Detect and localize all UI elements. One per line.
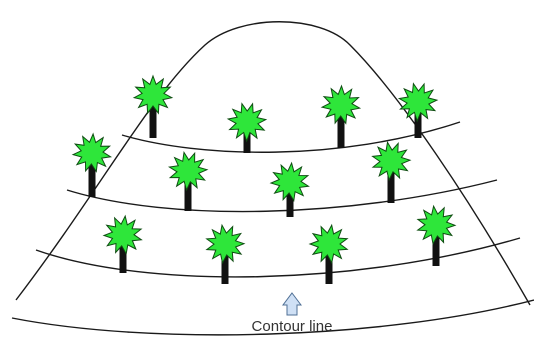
tree-7 — [269, 161, 310, 217]
tree-12 — [416, 204, 457, 266]
tree-crown — [71, 132, 113, 173]
hill-outline — [15, 21, 531, 306]
trees-group — [71, 74, 457, 284]
contour-line-1 — [121, 121, 461, 153]
tree-crown — [226, 102, 268, 143]
contour-line-3 — [35, 237, 521, 278]
tree-crown — [416, 204, 457, 246]
contour-line-4 — [11, 299, 534, 336]
tree-crown — [167, 150, 209, 192]
tree-2 — [226, 102, 268, 153]
tree-5 — [71, 132, 113, 197]
tree-crown — [371, 140, 412, 182]
tree-crown — [308, 223, 349, 265]
tree-crown — [205, 223, 246, 265]
tree-trunk — [184, 177, 192, 211]
tree-crown — [132, 74, 174, 115]
contour-line-label: Contour line — [252, 318, 333, 335]
tree-trunk — [387, 167, 395, 203]
contour-line-2 — [66, 179, 498, 213]
tree-trunk — [119, 241, 127, 273]
tree-10 — [205, 223, 246, 284]
tree-3 — [320, 84, 362, 148]
tree-trunk — [325, 250, 333, 284]
tree-4 — [397, 82, 439, 138]
tree-trunk — [221, 250, 229, 284]
tree-8 — [371, 140, 412, 203]
tree-6 — [167, 150, 209, 211]
tree-crown — [320, 84, 362, 125]
tree-trunk — [149, 101, 157, 138]
tree-trunk — [286, 188, 294, 217]
tree-crown — [269, 161, 310, 203]
tree-trunk — [432, 231, 440, 266]
tree-trunk — [337, 111, 345, 148]
tree-crown — [102, 214, 143, 256]
tree-trunk — [414, 108, 422, 138]
tree-11 — [308, 223, 349, 284]
tree-crown — [397, 82, 439, 123]
tree-trunk — [88, 159, 96, 197]
up-arrow-icon — [282, 292, 302, 316]
tree-9 — [102, 214, 143, 273]
tree-1 — [132, 74, 174, 138]
